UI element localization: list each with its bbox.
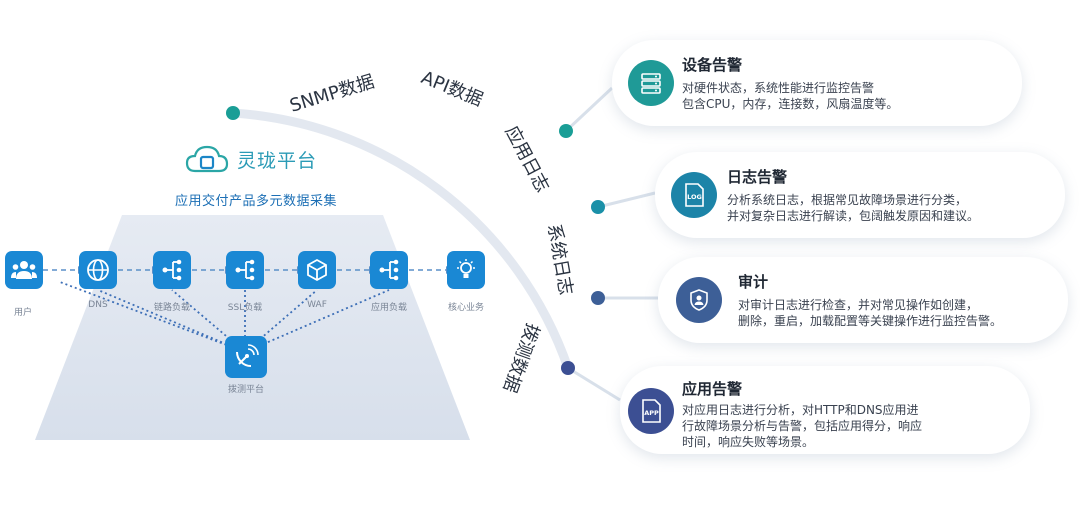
globe-icon — [87, 259, 109, 281]
node-label: 应用负载 — [370, 303, 407, 313]
card-title: 设备告警 — [682, 56, 743, 74]
node-link-lb — [153, 251, 191, 289]
node-core-business — [447, 251, 485, 289]
card-title: 应用告警 — [682, 380, 743, 398]
card-title: 日志告警 — [727, 168, 788, 186]
connector-line — [564, 86, 614, 133]
probe-line — [244, 289, 390, 353]
platform-logo: 灵珑平台 — [185, 143, 317, 175]
arc-dot — [559, 124, 573, 138]
connector-line — [597, 191, 656, 209]
card-description: 分析系统日志，根据常见故障场景进行分类，并对复杂日志进行解读，包阔触发原因和建议… — [727, 193, 980, 223]
log-file-icon: LOG — [671, 172, 717, 218]
server-icon — [628, 60, 674, 106]
probe-line — [97, 289, 246, 353]
node-label: 用户 — [13, 308, 32, 318]
card-description: 对应用日志进行分析，对HTTP和DNS应用进行故障场景分析与告警，包括应用得分，… — [682, 403, 923, 449]
svg-text:LOG: LOG — [687, 193, 702, 201]
arc-dot — [591, 200, 605, 214]
node-label: DNS — [88, 300, 108, 310]
load-balance-icon — [235, 259, 255, 281]
node-label: 拨测平台 — [227, 385, 264, 395]
card-title: 审计 — [738, 273, 769, 291]
node-label: SSL负载 — [227, 303, 263, 313]
arc-dot — [591, 291, 605, 305]
users-icon — [11, 261, 37, 279]
probe-line — [59, 281, 246, 353]
card-device-alert: 设备告警 对硬件状态，系统性能进行监控告警包含CPU，内存，连接数，风扇温度等。 — [612, 40, 1022, 126]
node-app-lb — [370, 251, 408, 289]
node-dns — [79, 251, 117, 289]
arc-dot — [226, 106, 240, 120]
arc-dot — [561, 361, 575, 375]
card-app-alert: APP 应用告警 对应用日志进行分析，对HTTP和DNS应用进行故障场景分析与告… — [620, 366, 1030, 454]
satellite-dish-icon — [236, 344, 259, 367]
waf-box-icon — [307, 258, 327, 282]
node-ssl-lb — [226, 251, 264, 289]
connector-line — [567, 366, 621, 402]
node-label: WAF — [307, 300, 327, 310]
node-users — [5, 251, 43, 289]
node-label: 链路负载 — [153, 303, 190, 313]
card-log-alert: LOG 日志告警 分析系统日志，根据常见故障场景进行分类，并对复杂日志进行解读，… — [655, 152, 1065, 238]
platform-subtitle: 应用交付产品多元数据采集 — [175, 194, 338, 209]
card-audit: 审计 对审计日志进行检查，并对常见操作如创建，删除，重启，加载配置等关键操作进行… — [658, 257, 1068, 343]
card-description: 对硬件状态，系统性能进行监控告警包含CPU，内存，连接数，风扇温度等。 — [682, 81, 899, 111]
svg-text:APP: APP — [644, 409, 659, 417]
load-balance-icon — [379, 259, 399, 281]
arc-band — [228, 108, 573, 373]
platform-title: 灵珑平台 — [237, 149, 318, 172]
cloud-logo-icon — [185, 145, 229, 173]
shield-user-icon — [676, 277, 722, 323]
node-probe-platform — [225, 336, 267, 378]
node-waf — [298, 251, 336, 289]
load-balance-icon — [162, 259, 182, 281]
lightbulb-icon — [457, 259, 475, 278]
node-label: 核心业务 — [447, 303, 484, 313]
card-description: 对审计日志进行检查，并对常见操作如创建，删除，重启，加载配置等关键操作进行监控告… — [738, 298, 1003, 328]
app-file-icon: APP — [628, 388, 674, 434]
